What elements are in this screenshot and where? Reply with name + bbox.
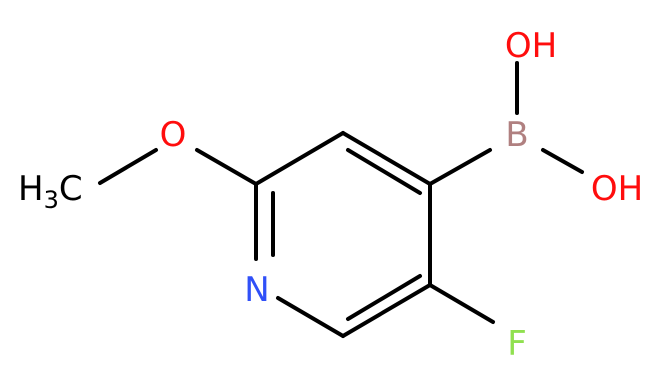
methoxy-oxygen-label: O xyxy=(160,115,187,155)
methyl-subscript: 3 xyxy=(44,186,59,214)
nitrogen-label: N xyxy=(244,270,269,310)
bond-c3-c4 xyxy=(341,131,432,186)
bond-o-ch3 xyxy=(98,148,158,185)
bond-c3-c4-inner xyxy=(346,148,422,195)
fluorine-label: F xyxy=(507,324,527,364)
hydroxyl-top-label: OH xyxy=(505,26,557,66)
atom-labels: OH B OH O N F H3C xyxy=(18,26,643,364)
bond-c5-c6 xyxy=(341,283,432,338)
bond-b-oh-right xyxy=(541,148,584,174)
bonds xyxy=(98,61,584,338)
bond-c2-o xyxy=(195,148,258,186)
bond-c6-n xyxy=(276,296,345,338)
methyl-h: H xyxy=(18,169,44,209)
methyl-c: C xyxy=(59,169,83,209)
methyl-label: H3C xyxy=(18,169,83,214)
boron-label: B xyxy=(505,115,528,155)
bond-c5-f xyxy=(428,283,495,324)
bond-c2-c3 xyxy=(254,131,345,186)
bond-c4-b xyxy=(428,148,492,186)
bond-c5-c6-inner xyxy=(346,274,422,321)
hydroxyl-right-label: OH xyxy=(591,169,643,209)
